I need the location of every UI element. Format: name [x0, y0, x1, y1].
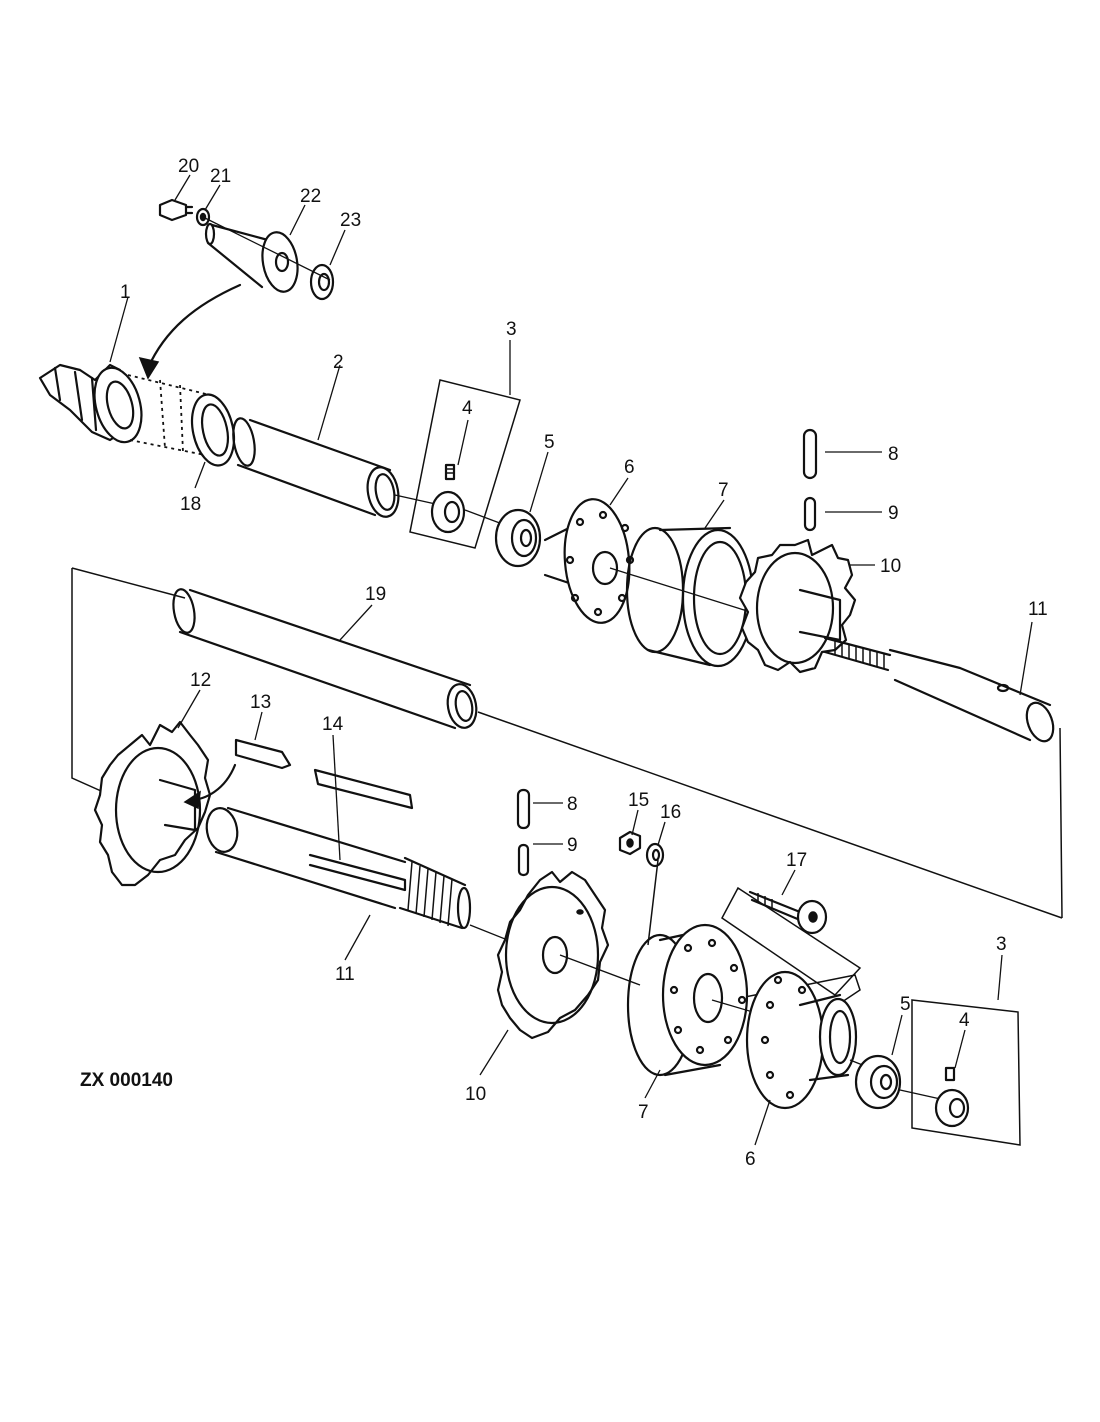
label-11-top: 11: [1028, 599, 1048, 620]
group-box-3-top: [409, 379, 521, 549]
figure-code: ZX 000140: [80, 1070, 173, 1091]
label-8-bottom: 8: [567, 794, 578, 815]
washer-part-16: [645, 842, 665, 868]
label-1: 1: [120, 282, 131, 303]
shaft-part-11-bottom: [205, 806, 472, 930]
sprocket-part-10-top: [738, 538, 857, 674]
label-8-top: 8: [888, 444, 899, 465]
shaft-part-11-top: [823, 636, 1055, 743]
label-14: 14: [322, 714, 344, 735]
frame-left: [71, 568, 111, 796]
drum-part-7-top: [625, 526, 755, 668]
pin-part-9-bottom: [517, 843, 530, 877]
setscrew-part-4-bottom: [944, 1066, 956, 1082]
bearing-part-5-top: [494, 508, 542, 568]
end-cap-part-1: [38, 363, 211, 456]
label-9-top: 9: [888, 503, 899, 524]
setscrew-part-4-top: [444, 463, 456, 481]
axis-line-e: [559, 954, 641, 986]
label-5-bottom: 5: [900, 994, 911, 1015]
arrowhead-icon: [138, 356, 160, 380]
axis-line-c: [609, 567, 761, 616]
tube-part-2: [232, 417, 400, 518]
washer-part-18: [190, 393, 236, 467]
group-box-3-bottom: [911, 999, 1021, 1146]
drum-part-7-bottom: [626, 923, 749, 1077]
label-23: 23: [340, 210, 361, 231]
key-part-13: [234, 738, 292, 770]
label-7-top: 7: [718, 480, 729, 501]
pin-part-8-top: [802, 428, 818, 480]
axis-line-b: [464, 509, 506, 526]
label-3-top: 3: [506, 319, 517, 340]
leader-lines: [109, 174, 1033, 1146]
sprocket-part-10-bottom: [496, 870, 610, 1040]
label-6-bottom: 6: [745, 1149, 756, 1170]
nut-part-15: [618, 830, 642, 856]
tube-part-19: [172, 588, 478, 730]
pin-part-9-top: [803, 496, 817, 532]
label-7-bottom: 7: [638, 1102, 649, 1123]
label-19: 19: [365, 584, 386, 605]
label-16: 16: [660, 802, 681, 823]
bearing-part-5-bottom: [854, 1054, 902, 1110]
group-box-17: [721, 886, 862, 996]
washer-part-23: [309, 263, 335, 301]
pin-part-8-bottom: [516, 788, 531, 830]
label-13: 13: [250, 692, 271, 713]
label-15: 15: [628, 790, 649, 811]
bolt-part-17: [748, 890, 828, 935]
flange-hub-part-6-top: [543, 498, 635, 624]
axis-line-top: [204, 217, 331, 281]
label-9-bottom: 9: [567, 835, 578, 856]
flange-hub-part-6-bottom: [745, 970, 858, 1110]
label-11-bottom: 11: [335, 964, 355, 985]
key-part-14: [313, 768, 414, 810]
washer-part-21: [195, 207, 211, 227]
label-4-bottom: 4: [959, 1010, 970, 1031]
label-5-top: 5: [544, 432, 555, 453]
collar-part-4-bottom: [934, 1088, 970, 1128]
label-17: 17: [786, 850, 807, 871]
part-labels: 1 2 3 4 5 6 7 8 9 10 11 18 19 20 21 22 2…: [120, 156, 1048, 1170]
label-18: 18: [180, 494, 201, 515]
label-2: 2: [333, 352, 344, 373]
cone-part-22: [204, 222, 299, 293]
bolt-part-20: [158, 198, 194, 222]
frame-right: [477, 711, 1063, 919]
label-22: 22: [300, 186, 321, 207]
arrowhead-key-icon: [183, 790, 201, 810]
label-6-top: 6: [624, 457, 635, 478]
label-20: 20: [178, 156, 199, 177]
label-12: 12: [190, 670, 211, 691]
label-10-bottom: 10: [465, 1084, 486, 1105]
sprocket-part-12: [93, 720, 212, 887]
label-21: 21: [210, 166, 231, 187]
label-10-top: 10: [880, 556, 901, 577]
frame-top-left: [71, 567, 186, 599]
collar-part-4-top: [430, 490, 466, 534]
label-3-bottom: 3: [996, 934, 1007, 955]
arrow-curve: [146, 283, 242, 370]
label-4-top: 4: [462, 398, 473, 419]
